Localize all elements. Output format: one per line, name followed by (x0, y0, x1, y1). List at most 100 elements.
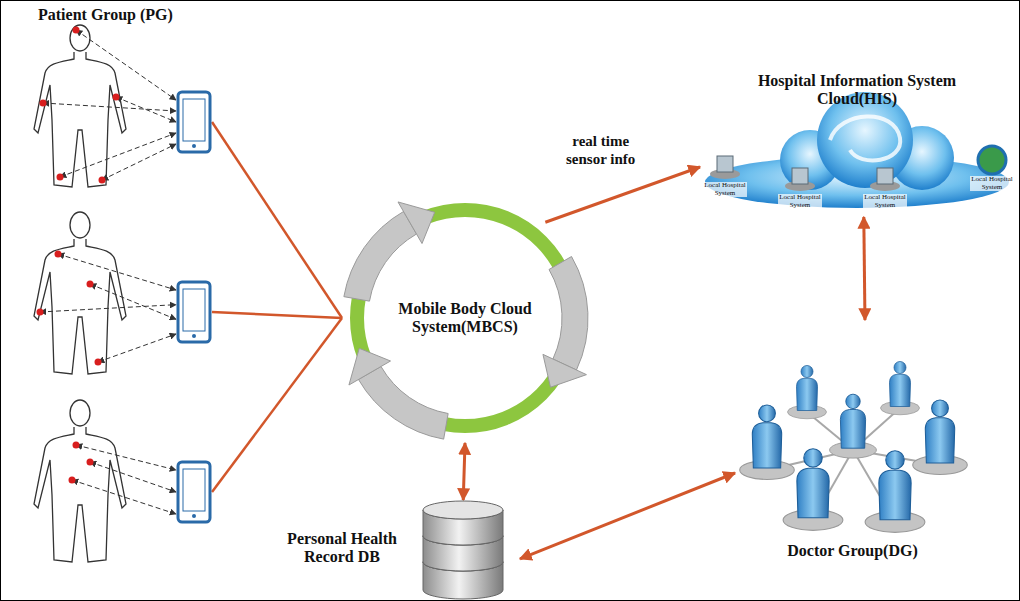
doctor-figure (783, 449, 843, 531)
sensor-dot (57, 174, 64, 181)
sensor-link (76, 30, 176, 100)
doctor-figure (913, 400, 968, 475)
node-shape (735, 320, 970, 575)
globe-icon (978, 146, 1006, 174)
figure-body (890, 374, 911, 406)
figure-body (925, 418, 954, 463)
body-outline (34, 427, 126, 562)
db-top (423, 501, 503, 519)
sensor-dot (87, 459, 94, 466)
uplink-line (212, 122, 342, 318)
sensor-link (90, 462, 176, 492)
icon-building (877, 168, 893, 184)
cycle-arrowhead (398, 202, 435, 244)
group-heading: Patient Group (PG) (38, 6, 238, 24)
figure-body (797, 468, 829, 517)
sensor-link (76, 445, 176, 470)
hospital-icon (710, 156, 740, 179)
figure-head (932, 400, 949, 417)
sensor-dot (73, 442, 80, 449)
sensor-link (40, 305, 176, 312)
sensor-dot (37, 309, 44, 316)
sensor-link (72, 480, 176, 514)
cloud-swirl (830, 116, 900, 160)
phone-body (178, 282, 210, 342)
hospital-cloud: Hospital Information System Cloud(HIS) (700, 70, 1015, 217)
phone-icon (178, 92, 210, 152)
system-label: Local Hospital System (778, 194, 822, 209)
connector-arrow (545, 167, 700, 222)
sensor-dot (69, 477, 76, 484)
database-cylinder: Personal Health Record DB (262, 500, 520, 598)
uplink-line (212, 312, 342, 318)
cycle-arrowhead (349, 348, 391, 385)
phone-body (178, 92, 210, 152)
figure-head (846, 394, 860, 408)
patient-figure (34, 25, 126, 187)
connector-arrow (463, 443, 465, 500)
sensor-dot (40, 100, 47, 107)
sensor-link (58, 254, 176, 290)
sensor-link (90, 284, 176, 319)
doctor-figure (740, 405, 795, 480)
system-label: Local Hospital System (863, 194, 907, 209)
phone-icon (178, 282, 210, 342)
head-outline (70, 212, 90, 238)
doctor-figure (881, 362, 920, 415)
node-shape (262, 500, 520, 598)
cycle-arrowhead (543, 354, 587, 387)
figure-head (801, 366, 813, 378)
cloud-system-ring: Mobile Body Cloud System(MBCS) (340, 193, 590, 443)
sensor-link (43, 103, 176, 111)
phone-body (178, 462, 210, 522)
figure-head (804, 449, 822, 467)
icon-building (717, 156, 733, 172)
phone-icon (178, 462, 210, 522)
node-label: Hospital Information System Cloud(HIS) (752, 72, 962, 109)
sensor-dot (113, 94, 120, 101)
phone-screen (183, 99, 205, 141)
node-label: Doctor Group(DG) (735, 542, 970, 560)
doctor-figure (830, 394, 877, 458)
sensor-link (60, 133, 176, 177)
phone-screen (183, 469, 205, 511)
cycle-arrow (358, 367, 448, 440)
sensor-link (116, 97, 176, 122)
connector-arrow (864, 217, 865, 320)
figure-head (886, 451, 904, 469)
figure-body (840, 410, 865, 449)
doctor-figure (788, 366, 827, 419)
node-label: Personal Health Record DB (262, 530, 422, 567)
phone-button (192, 514, 196, 518)
hospital-icon (870, 168, 900, 191)
icon-building (792, 168, 808, 184)
head-outline (70, 400, 90, 426)
patient-figure (34, 400, 126, 562)
uplink-line (212, 318, 342, 492)
figure-body (797, 378, 818, 410)
sensor-link (98, 334, 176, 362)
cycle-arrow (344, 211, 417, 301)
connector-arrow (520, 473, 735, 559)
doctor-figure (865, 451, 925, 533)
head-outline (70, 25, 90, 51)
node-label: Mobile Body Cloud System(MBCS) (377, 300, 553, 337)
body-outline (34, 52, 126, 187)
cycle-arrow (549, 257, 588, 370)
figure-head (894, 362, 906, 374)
patient-figure (34, 212, 126, 374)
figure-head (759, 405, 776, 422)
sensor-dot (55, 251, 62, 258)
doctor-group: Doctor Group(DG) (735, 320, 970, 575)
sensor-dot (99, 177, 106, 184)
system-label: Local Hospital System (970, 176, 1014, 191)
figure-body (879, 470, 911, 519)
sensor-dot (73, 27, 80, 34)
edge-label: real time sensor info (550, 132, 652, 169)
body-outline (34, 239, 126, 374)
phone-button (192, 144, 196, 148)
sensor-link (102, 144, 176, 180)
phone-screen (183, 289, 205, 331)
